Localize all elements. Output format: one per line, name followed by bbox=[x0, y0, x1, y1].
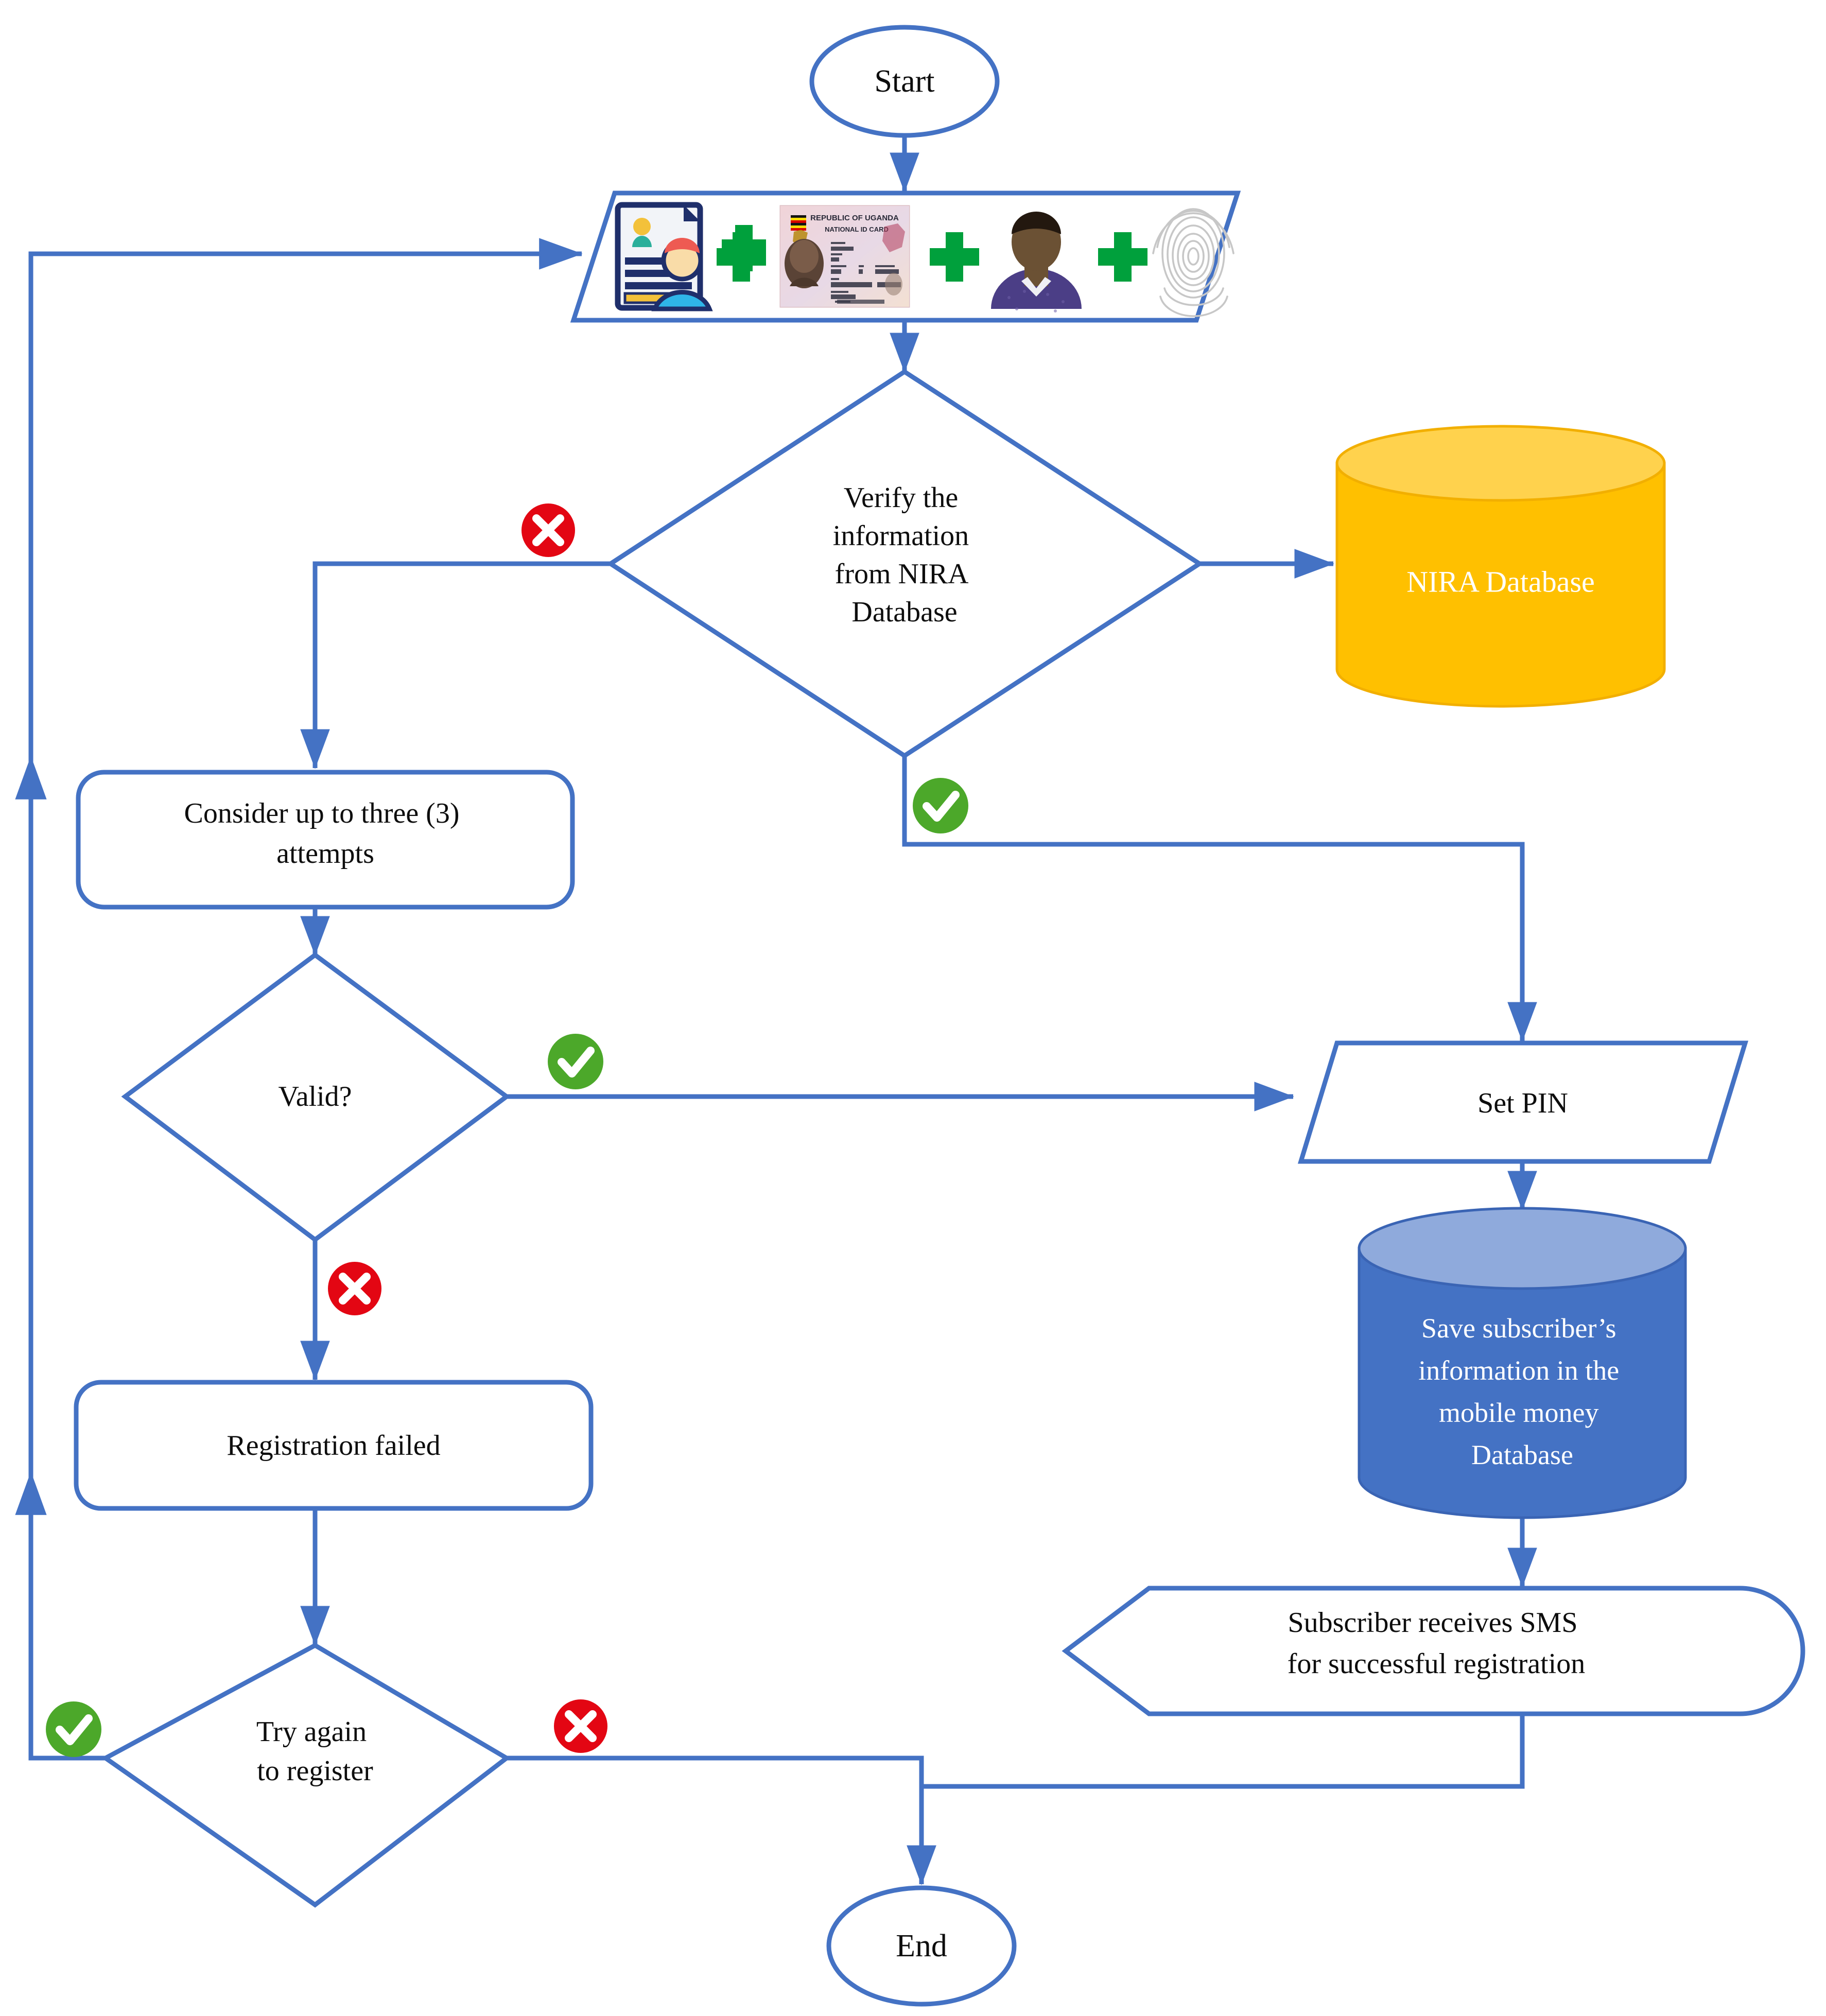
node-try-again-decision[interactable]: Try again to register bbox=[101, 1642, 511, 1908]
node-set-pin[interactable]: Set PIN bbox=[1297, 1040, 1749, 1164]
fingerprint-image bbox=[1152, 208, 1234, 317]
valid-failure-badge bbox=[328, 1262, 381, 1315]
edge-tryagain-no-to-end bbox=[507, 1756, 936, 1885]
node-verify-line-1: Verify the bbox=[844, 482, 958, 514]
plus-operator-2 bbox=[930, 232, 979, 282]
node-attempts-line-1: Consider up to three (3) bbox=[184, 797, 460, 829]
node-nira-database[interactable]: NIRA Database bbox=[1335, 425, 1666, 708]
verify-success-badge bbox=[913, 778, 968, 833]
node-sms-line-2: for successful registration bbox=[1288, 1648, 1585, 1680]
node-set-pin-label: Set PIN bbox=[1477, 1087, 1568, 1119]
node-attempts[interactable]: Consider up to three (3) attempts bbox=[76, 770, 575, 910]
node-verify-line-4: Database bbox=[851, 596, 957, 628]
plus-operator-3 bbox=[1098, 232, 1147, 282]
edge-tryagain-yes-loop bbox=[28, 238, 583, 1761]
node-start[interactable]: Start bbox=[809, 25, 1000, 138]
node-registration-failed[interactable]: Registration failed bbox=[74, 1380, 594, 1511]
node-start-label: Start bbox=[874, 64, 934, 99]
node-end[interactable]: End bbox=[826, 1885, 1017, 2007]
node-attempts-line-2: attempts bbox=[276, 838, 374, 870]
valid-success-badge bbox=[548, 1034, 603, 1089]
id-card-title-line2: NATIONAL ID CARD bbox=[825, 225, 889, 233]
node-savedb-line-4: Database bbox=[1471, 1439, 1573, 1470]
svg-text:Save subscriber’s info: Save subscriber’s information in the mob… bbox=[1418, 1313, 1626, 1470]
svg-text:Subscriber receives SMS: Subscriber receives SMS for successful r… bbox=[1288, 1607, 1585, 1680]
registration-form-icon bbox=[615, 202, 713, 311]
node-end-label: End bbox=[896, 1928, 947, 1963]
node-try-again-line-2: to register bbox=[257, 1755, 373, 1787]
edge-verify-fail-to-attempts bbox=[300, 561, 611, 769]
node-valid-decision[interactable]: Valid? bbox=[121, 952, 511, 1243]
node-verify-line-3: from NIRA bbox=[835, 558, 969, 590]
svg-text:Verify the information: Verify the information from NIRA Databas… bbox=[833, 482, 976, 628]
id-card-title-line1: REPUBLIC OF UGANDA bbox=[810, 214, 899, 222]
node-sms-line-1: Subscriber receives SMS bbox=[1288, 1607, 1577, 1639]
verify-failure-badge bbox=[521, 503, 575, 557]
try-again-success-badge bbox=[46, 1701, 101, 1757]
node-verify-decision[interactable]: Verify the information from NIRA Databas… bbox=[606, 369, 1204, 759]
node-save-mobile-money-db[interactable]: Save subscriber’s information in the mob… bbox=[1358, 1207, 1687, 1519]
node-valid-label: Valid? bbox=[278, 1081, 352, 1113]
edge-verify-success-to-setpin bbox=[902, 757, 1537, 1042]
subscriber-photo-image bbox=[991, 212, 1082, 312]
node-savedb-line-2: information in the bbox=[1418, 1355, 1619, 1386]
node-sms-notification[interactable]: Subscriber receives SMS for successful r… bbox=[1062, 1586, 1805, 1716]
svg-text:Try again to register: Try again to register bbox=[256, 1716, 374, 1787]
node-savedb-line-1: Save subscriber’s bbox=[1421, 1313, 1616, 1344]
national-id-card-image: REPUBLIC OF UGANDA NATIONAL ID CARD bbox=[779, 205, 910, 308]
svg-text:Consider up to three (3): Consider up to three (3) attempts bbox=[184, 797, 467, 870]
node-nira-database-label: NIRA Database bbox=[1406, 565, 1595, 599]
node-verify-line-2: information bbox=[833, 520, 969, 552]
node-savedb-line-3: mobile money bbox=[1439, 1397, 1598, 1428]
node-try-again-line-1: Try again bbox=[256, 1716, 367, 1748]
plus-operator-1 bbox=[717, 225, 766, 282]
try-again-failure-badge bbox=[554, 1699, 607, 1753]
node-registration-failed-label: Registration failed bbox=[227, 1430, 440, 1462]
